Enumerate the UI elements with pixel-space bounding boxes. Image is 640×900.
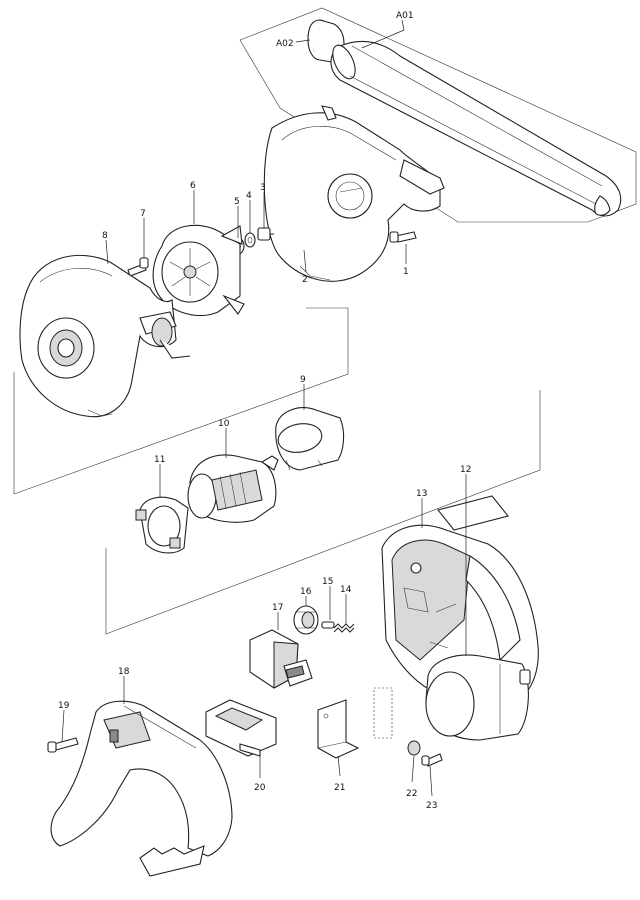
leader-lines bbox=[61, 19, 467, 797]
label-22: 22 bbox=[406, 789, 417, 799]
part-17-switch bbox=[249, 629, 313, 689]
part-19-screw bbox=[47, 737, 79, 753]
label-5: 5 bbox=[234, 197, 240, 207]
part-11-brush-holder bbox=[135, 496, 189, 554]
part-4-washer bbox=[244, 232, 256, 248]
terminal-outline bbox=[373, 687, 393, 739]
part-6-fan bbox=[152, 224, 245, 317]
label-1: 1 bbox=[403, 267, 409, 277]
part-a01-nozzle-tube bbox=[330, 40, 622, 217]
part-21-bracket bbox=[317, 699, 360, 759]
label-a01: A01 bbox=[396, 11, 414, 21]
part-1-screw bbox=[389, 231, 417, 243]
label-8: 8 bbox=[102, 231, 108, 241]
label-17: 17 bbox=[272, 603, 283, 613]
label-11: 11 bbox=[154, 455, 165, 465]
label-14: 14 bbox=[340, 585, 352, 595]
part-8-blower-housing-front bbox=[19, 254, 191, 418]
callout-labels: A01 A02 1 2 3 4 5 6 7 8 9 10 11 12 13 14… bbox=[58, 11, 471, 811]
label-21: 21 bbox=[334, 783, 345, 793]
part-15-pin bbox=[321, 621, 335, 629]
label-20: 20 bbox=[254, 783, 266, 793]
part-22-nut bbox=[407, 740, 421, 756]
part-14-spring bbox=[333, 623, 355, 633]
part-12-nameplate-label bbox=[437, 495, 509, 531]
part-9-motor-sleeve bbox=[275, 407, 345, 471]
part-16-switch-knob bbox=[293, 605, 319, 635]
label-12: 12 bbox=[460, 465, 471, 475]
label-9: 9 bbox=[300, 375, 306, 385]
label-18: 18 bbox=[118, 667, 130, 677]
part-13-main-housing bbox=[381, 524, 539, 741]
part-10-motor bbox=[187, 454, 279, 523]
label-7: 7 bbox=[140, 209, 146, 219]
label-19: 19 bbox=[58, 701, 70, 711]
part-20-controller bbox=[205, 699, 277, 757]
label-2: 2 bbox=[302, 275, 308, 285]
part-2-blower-housing-rear bbox=[263, 105, 445, 282]
label-6: 6 bbox=[190, 181, 196, 191]
label-10: 10 bbox=[218, 419, 230, 429]
label-3: 3 bbox=[260, 183, 266, 193]
label-4: 4 bbox=[246, 191, 252, 201]
label-a02: A02 bbox=[276, 39, 294, 49]
part-18-handle-housing bbox=[50, 700, 233, 877]
label-13: 13 bbox=[416, 489, 427, 499]
label-16: 16 bbox=[300, 587, 312, 597]
part-7-screw bbox=[127, 257, 149, 277]
middle-assembly-frame bbox=[105, 390, 541, 635]
left-assembly-frame bbox=[13, 307, 349, 495]
label-23: 23 bbox=[426, 801, 437, 811]
part-23-screw bbox=[421, 753, 443, 767]
label-15: 15 bbox=[322, 577, 333, 587]
